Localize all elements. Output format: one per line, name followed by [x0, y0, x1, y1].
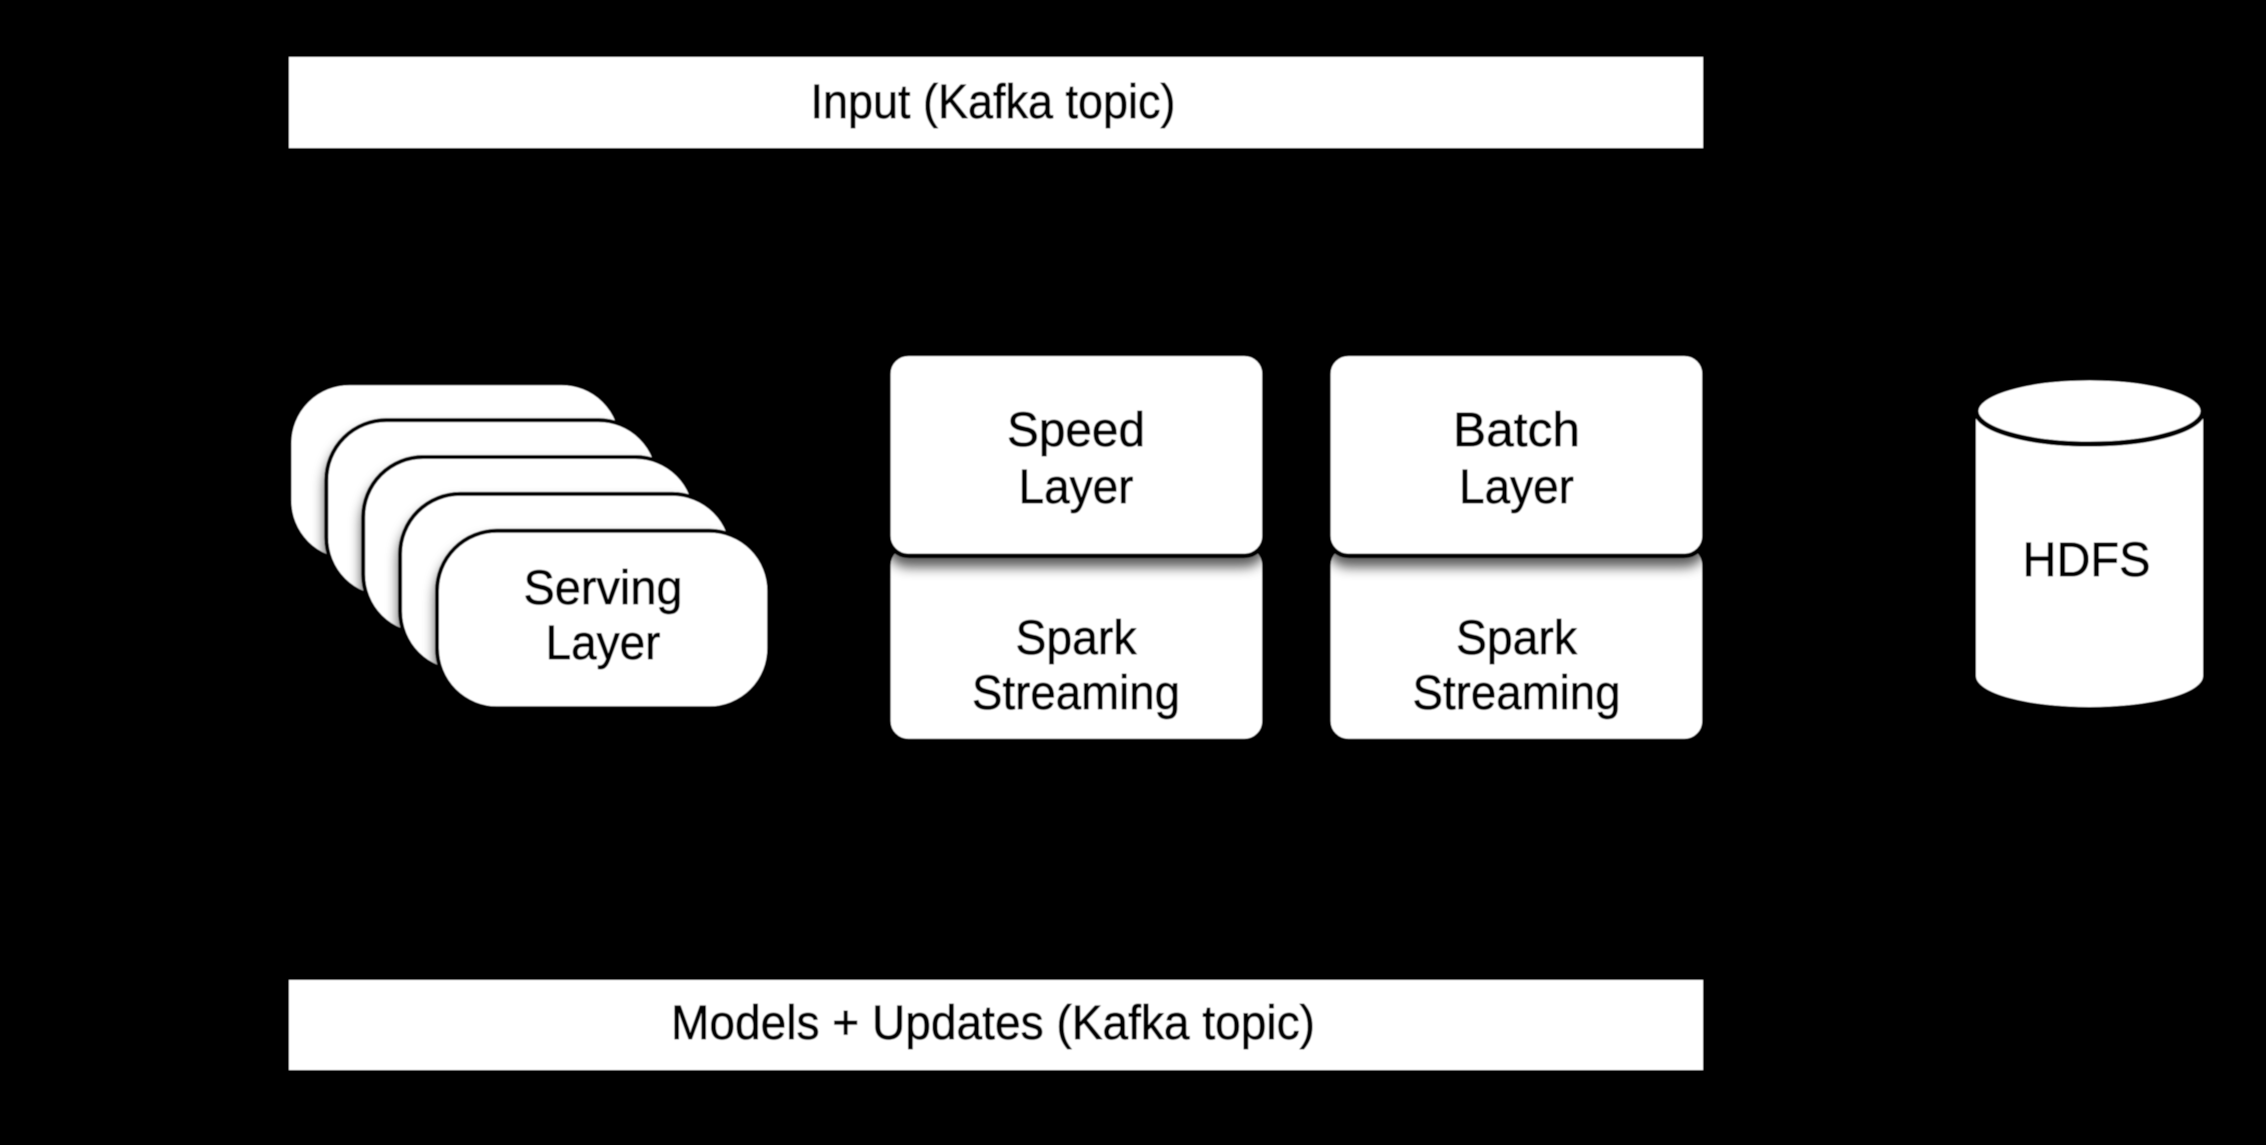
- svg-text:Streaming: Streaming: [1413, 667, 1621, 720]
- svg-text:Spark: Spark: [1456, 612, 1578, 665]
- svg-text:Layer: Layer: [1459, 461, 1574, 514]
- svg-text:Layer: Layer: [546, 617, 661, 670]
- svg-text:Streaming: Streaming: [972, 667, 1180, 720]
- svg-text:Models + Updates (Kafka topic): Models + Updates (Kafka topic): [671, 997, 1315, 1050]
- svg-text:HDFS: HDFS: [2023, 534, 2151, 587]
- svg-text:Serving: Serving: [524, 562, 683, 615]
- svg-text:Spark: Spark: [1016, 612, 1138, 665]
- svg-text:Layer: Layer: [1019, 461, 1134, 514]
- svg-text:Batch: Batch: [1453, 404, 1580, 457]
- svg-text:Input (Kafka topic): Input (Kafka topic): [811, 76, 1176, 129]
- svg-text:Speed: Speed: [1007, 404, 1145, 457]
